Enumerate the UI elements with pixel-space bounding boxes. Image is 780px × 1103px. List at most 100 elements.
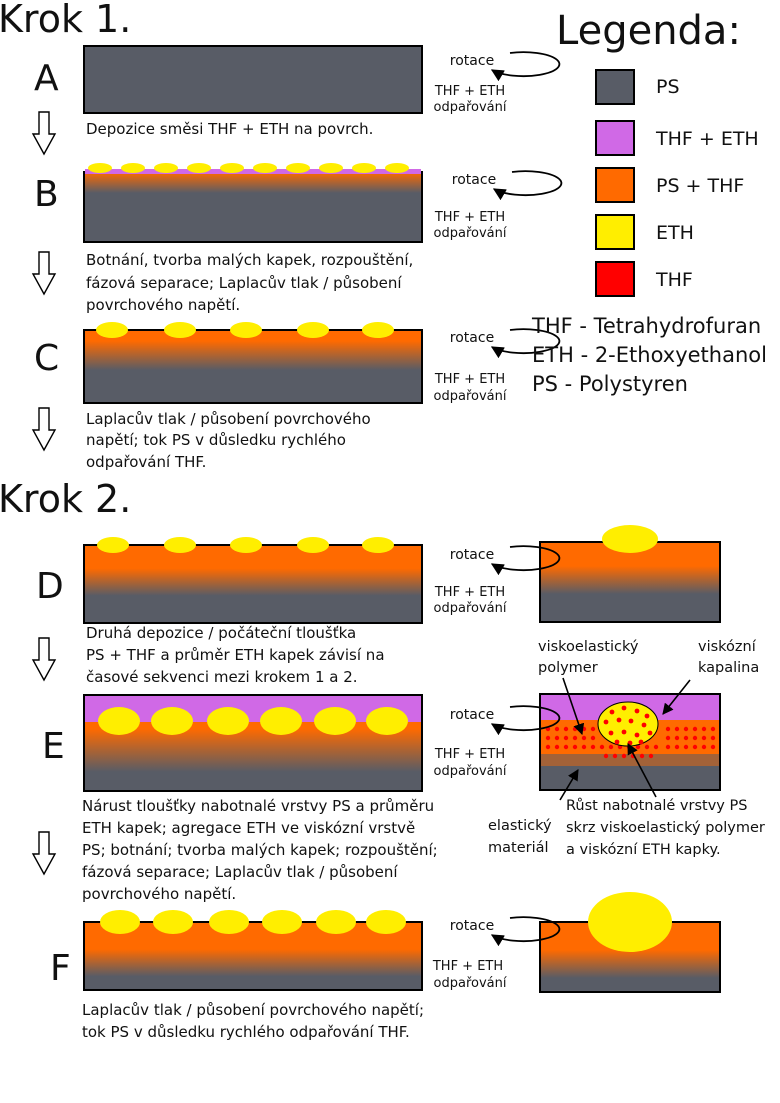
panel-a bbox=[83, 45, 423, 114]
rotation-label: rotace bbox=[450, 707, 494, 723]
rotation-arrow-icon bbox=[492, 52, 559, 76]
rotation-indicator-a: rotace bbox=[450, 52, 560, 76]
description-c: Laplacův tlak / působení povrchového nap… bbox=[86, 410, 375, 471]
abbreviation-ps: PS - Polystyren bbox=[532, 372, 688, 396]
eth-droplet bbox=[100, 910, 140, 934]
detail-panel-d bbox=[539, 525, 721, 623]
description-b: Botnání, tvorba malých kapek, rozpouštěn… bbox=[86, 251, 418, 314]
evaporation-label: odpařování bbox=[434, 100, 507, 115]
eth-droplet bbox=[362, 537, 394, 553]
evaporation-label: odpařování bbox=[434, 601, 507, 616]
down-arrow-icon bbox=[32, 407, 56, 451]
detail-panel-f bbox=[539, 892, 721, 993]
legend-swatch-thf bbox=[595, 261, 635, 297]
down-arrow-icon bbox=[32, 831, 56, 875]
legend-label-thf: THF bbox=[655, 269, 693, 291]
eth-droplet bbox=[297, 322, 329, 338]
row-label-c: C bbox=[34, 338, 59, 379]
eth-droplet bbox=[253, 163, 277, 173]
legend-swatch-ps bbox=[595, 69, 635, 105]
evaporation-label: THF + ETH bbox=[432, 959, 503, 974]
step1-heading: Krok 1. bbox=[0, 0, 131, 41]
panel-d bbox=[83, 537, 423, 624]
eth-droplet bbox=[230, 322, 262, 338]
legend: Legenda: PS THF + ETH PS + THF ETH THF T… bbox=[531, 8, 767, 396]
eth-droplet bbox=[262, 910, 302, 934]
rotation-label: rotace bbox=[450, 918, 494, 934]
row-label-e: E bbox=[42, 726, 65, 767]
annotation-elastic-material: elastický materiál bbox=[488, 818, 556, 856]
evaporation-label: odpařování bbox=[434, 764, 507, 779]
eth-droplet bbox=[187, 163, 211, 173]
panel-c bbox=[83, 322, 423, 404]
rotation-indicator-f: rotace bbox=[450, 917, 560, 941]
evaporation-label: THF + ETH bbox=[434, 585, 505, 600]
description-f: Laplacův tlak / působení povrchového nap… bbox=[82, 1001, 429, 1041]
eth-droplet bbox=[297, 537, 329, 553]
down-arrow-icon bbox=[32, 251, 56, 295]
eth-droplet bbox=[96, 322, 128, 338]
rotation-label: rotace bbox=[452, 172, 496, 188]
eth-droplet bbox=[164, 322, 196, 338]
step2-heading: Krok 2. bbox=[0, 477, 131, 521]
row-label-f: F bbox=[50, 948, 71, 989]
rotation-label: rotace bbox=[450, 547, 494, 563]
panel-f bbox=[83, 910, 423, 991]
legend-title: Legenda: bbox=[556, 8, 741, 54]
eth-droplet bbox=[230, 537, 262, 553]
row-label-a: A bbox=[34, 58, 59, 99]
panel-b bbox=[83, 163, 423, 243]
eth-droplet bbox=[352, 163, 376, 173]
description-e: Nárust tloušťky nabotnalé vrstvy PS a pr… bbox=[82, 797, 443, 903]
down-arrow-icon bbox=[32, 637, 56, 681]
legend-label-ps-thf: PS + THF bbox=[656, 175, 744, 197]
down-arrow-icon bbox=[32, 111, 56, 155]
description-d: Druhá depozice / počáteční tloušťka PS +… bbox=[86, 624, 389, 686]
annotation-pointers bbox=[559, 677, 691, 801]
eth-droplet bbox=[97, 537, 129, 553]
annotation-viscoelastic-polymer: viskoelastický polymer bbox=[538, 639, 643, 676]
row-label-d: D bbox=[36, 566, 64, 607]
eth-droplet bbox=[319, 163, 343, 173]
eth-droplet bbox=[151, 707, 193, 735]
eth-droplet bbox=[153, 910, 193, 934]
eth-droplet bbox=[164, 537, 196, 553]
evaporation-label: THF + ETH bbox=[434, 84, 505, 99]
eth-droplet bbox=[385, 163, 409, 173]
evaporation-label: THF + ETH bbox=[434, 210, 505, 225]
rotation-label: rotace bbox=[450, 53, 494, 69]
eth-droplet bbox=[209, 910, 249, 934]
abbreviation-thf: THF - Tetrahydrofuran bbox=[531, 314, 761, 338]
eth-droplet bbox=[207, 707, 249, 735]
rotation-label: rotace bbox=[450, 330, 494, 346]
eth-droplet bbox=[602, 525, 658, 553]
eth-droplet bbox=[366, 910, 406, 934]
eth-droplet bbox=[314, 707, 356, 735]
description-a: Depozice směsi THF + ETH na povrch. bbox=[86, 120, 373, 138]
eth-droplet bbox=[98, 707, 140, 735]
legend-swatch-ps-thf bbox=[595, 167, 635, 203]
evaporation-label: THF + ETH bbox=[434, 747, 505, 762]
rotation-indicator-c: rotace bbox=[450, 329, 560, 353]
row-label-b: B bbox=[34, 174, 59, 215]
eth-droplet bbox=[316, 910, 356, 934]
rotation-indicator-d: rotace bbox=[450, 546, 560, 570]
eth-droplet bbox=[588, 892, 672, 952]
abbreviation-eth: ETH - 2-Ethoxyethanol bbox=[532, 343, 767, 367]
eth-droplet bbox=[286, 163, 310, 173]
eth-droplet bbox=[220, 163, 244, 173]
eth-droplet bbox=[121, 163, 145, 173]
legend-swatch-thf-eth bbox=[595, 120, 635, 156]
evaporation-label: THF + ETH bbox=[434, 372, 505, 387]
rotation-indicator-b: rotace bbox=[452, 171, 562, 195]
legend-label-eth: ETH bbox=[656, 222, 694, 244]
legend-label-thf-eth: THF + ETH bbox=[655, 128, 759, 150]
panel-e bbox=[83, 694, 423, 792]
eth-droplet bbox=[260, 707, 302, 735]
thf-dots bbox=[603, 705, 653, 746]
legend-label-ps: PS bbox=[656, 76, 680, 98]
evaporation-label: odpařování bbox=[434, 389, 507, 404]
evaporation-label: odpařování bbox=[434, 226, 507, 241]
legend-swatch-eth bbox=[595, 214, 635, 250]
